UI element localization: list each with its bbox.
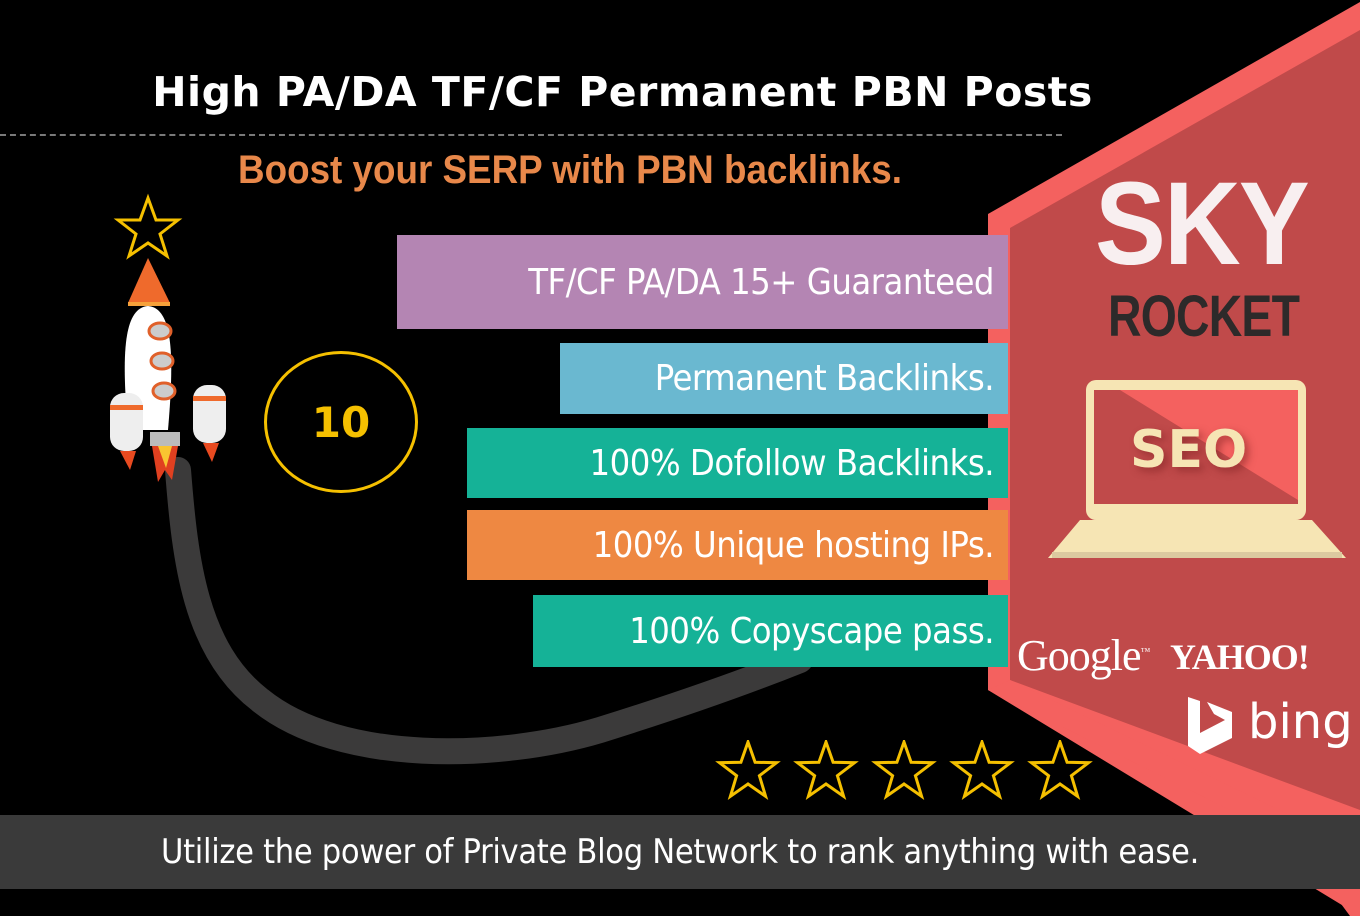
brand-line-2: ROCKET [1108, 284, 1300, 349]
rating-stars [715, 740, 1093, 801]
laptop-screen-text: SEO [1130, 420, 1248, 480]
star-icon [715, 740, 781, 801]
feature-label: Permanent Backlinks. [654, 358, 995, 399]
panel-bottom-right-edge [1330, 889, 1360, 916]
bing-logo: bing [1248, 694, 1353, 750]
divider [0, 134, 1062, 136]
feature-label: 100% Dofollow Backlinks. [589, 442, 995, 484]
yahoo-logo: YAHOO! [1170, 637, 1310, 677]
google-logo-text: Google [1017, 631, 1142, 680]
google-logo: Google™ [1017, 630, 1151, 681]
star-icon [113, 193, 183, 260]
rocket-trail [165, 457, 813, 765]
brand-line-1: SKY [1095, 158, 1310, 290]
feature-label: TF/CF PA/DA 15+ Guaranteed [528, 261, 994, 303]
star-icon [949, 740, 1015, 801]
feature-label: 100% Unique hosting IPs. [592, 524, 995, 566]
count-badge: 10 [264, 351, 418, 493]
page-title: High PA/DA TF/CF Permanent PBN Posts [152, 68, 1093, 116]
feature-label: 100% Copyscape pass. [629, 610, 994, 652]
bing-logo-icon [1188, 697, 1232, 754]
feature-banner: TF/CF PA/DA 15+ Guaranteed [397, 235, 1008, 329]
feature-banner: Permanent Backlinks. [560, 343, 1008, 414]
star-icon [871, 740, 937, 801]
footer-banner: Utilize the power of Private Blog Networ… [0, 815, 1360, 889]
star-icon [793, 740, 859, 801]
laptop-icon [1048, 380, 1346, 558]
star-icon [1027, 740, 1093, 801]
feature-banner: 100% Dofollow Backlinks. [467, 428, 1008, 498]
footer-text: Utilize the power of Private Blog Networ… [161, 832, 1199, 872]
count-badge-value: 10 [311, 397, 371, 447]
feature-banner: 100% Unique hosting IPs. [467, 510, 1008, 580]
rocket-icon [110, 258, 226, 482]
feature-banner: 100% Copyscape pass. [533, 595, 1008, 667]
google-tm: ™ [1140, 646, 1151, 658]
panel-bottom-edge [988, 680, 1290, 815]
subtitle: Boost your SERP with PBN backlinks. [238, 148, 902, 192]
